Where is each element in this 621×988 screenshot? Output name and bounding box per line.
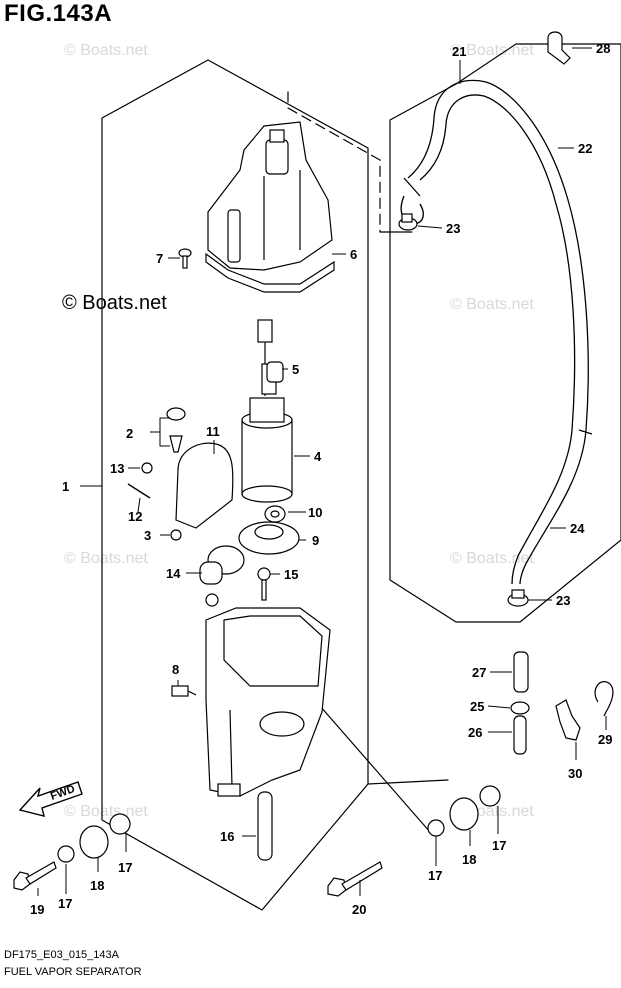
callout-17: 17: [492, 838, 506, 853]
pin-icon: [127, 483, 151, 499]
grommet-icon: [266, 361, 284, 383]
grommet-icon: [166, 407, 186, 453]
callout-28: 28: [596, 41, 610, 56]
main-assembly-outline: [101, 59, 369, 911]
bolt-icon: [141, 462, 153, 474]
hose-clip-icon: [507, 589, 529, 607]
callout-30: 30: [568, 766, 582, 781]
callout-22: 22: [578, 141, 592, 156]
bolt-icon: [327, 861, 383, 897]
callout-4: 4: [314, 449, 322, 464]
watermark: © Boats.net: [64, 42, 148, 59]
callout-27: 27: [472, 665, 486, 680]
filter-cover-icon: [175, 442, 234, 529]
callout-9: 9: [312, 533, 319, 548]
callout-17: 17: [58, 896, 72, 911]
clip-icon: [594, 681, 614, 717]
callout-19: 19: [30, 902, 44, 917]
leader-line: [319, 705, 431, 833]
hose-assembly-outline: [389, 43, 621, 623]
fuel-hose-icon: [400, 79, 593, 585]
bolt-icon: [13, 861, 57, 891]
callout-7: 7: [156, 251, 163, 266]
figure-name: FUEL VAPOR SEPARATOR: [4, 966, 142, 978]
callout-26: 26: [468, 725, 482, 740]
joint-icon: [510, 651, 530, 755]
copyright-notice: © Boats.net: [62, 292, 167, 314]
callout-6: 6: [350, 247, 357, 262]
watermark: © Boats.net: [64, 550, 148, 567]
fuel-pump-icon: [241, 397, 293, 503]
callout-23: 23: [446, 221, 460, 236]
callout-1: 1: [62, 479, 69, 494]
callout-8: 8: [172, 662, 179, 677]
callout-13: 13: [110, 461, 124, 476]
callout-5: 5: [292, 362, 299, 377]
vapor-separator-icon: [205, 607, 331, 797]
screw-icon: [257, 567, 271, 601]
screw-icon: [170, 529, 182, 541]
screw-icon: [171, 685, 197, 697]
watermark: © Boats.net: [450, 550, 534, 567]
figure-code: DF175_E03_015_143A: [4, 949, 119, 961]
callout-17: 17: [118, 860, 132, 875]
callout-21: 21: [452, 44, 466, 59]
pressure-regulator-icon: [199, 545, 245, 607]
callout-2: 2: [126, 426, 133, 441]
watermark: © Boats.net: [64, 803, 148, 820]
callout-leaders: [37, 47, 607, 896]
callout-17: 17: [428, 868, 442, 883]
callout-23: 23: [556, 593, 570, 608]
pump-connector-icon: [257, 319, 277, 396]
short-hose-icon: [257, 791, 273, 861]
callout-12: 12: [128, 509, 142, 524]
callout-3: 3: [144, 528, 151, 543]
callout-29: 29: [598, 732, 612, 747]
callout-15: 15: [284, 567, 298, 582]
callout-18: 18: [462, 852, 476, 867]
figure-title: FIG.143A: [4, 0, 113, 27]
callout-25: 25: [470, 699, 484, 714]
seal-icon: [264, 505, 286, 523]
pump-cover-icon: [205, 121, 335, 293]
clip-icon: [555, 699, 581, 741]
callout-16: 16: [220, 829, 234, 844]
callout-24: 24: [570, 521, 585, 536]
callout-10: 10: [308, 505, 322, 520]
fwd-arrow-icon: FWD: [18, 781, 83, 817]
screw-icon: [178, 248, 192, 269]
callout-14: 14: [166, 566, 181, 581]
grommet-icon: [427, 785, 501, 837]
grommet-icon: [57, 813, 131, 863]
dashed-bracket: [287, 91, 381, 233]
callout-20: 20: [352, 902, 366, 917]
watermark: © Boats.net: [450, 296, 534, 313]
leader-line: [367, 779, 449, 785]
callout-11: 11: [206, 424, 220, 439]
hose-clamp-icon: [547, 31, 571, 65]
hose-clip-icon: [398, 213, 418, 231]
callout-18: 18: [90, 878, 104, 893]
pump-holder-icon: [238, 521, 300, 555]
callout-numbers: 1 2 3 4 5 6 7 8 9 10 11 12 13 14 15 16 1…: [30, 41, 612, 917]
